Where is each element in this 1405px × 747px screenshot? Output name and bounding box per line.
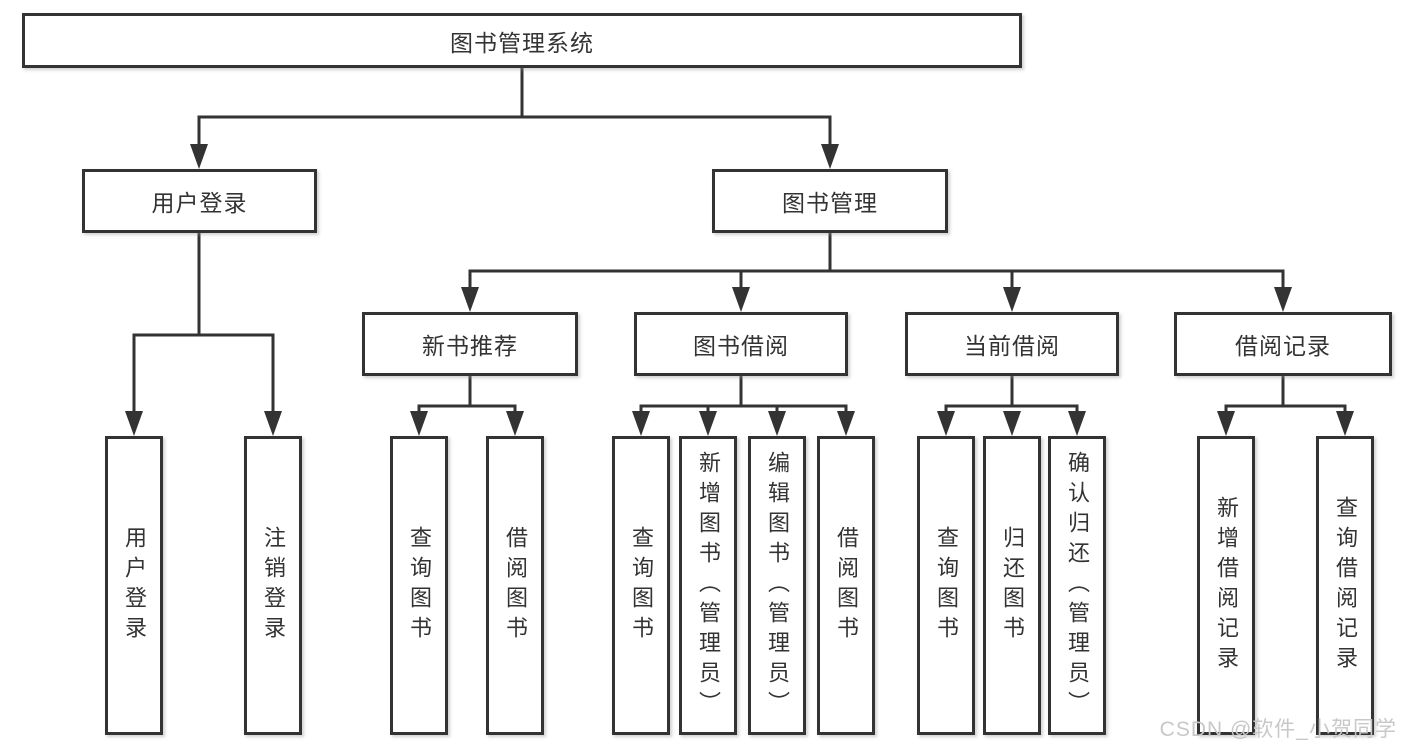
arrowhead	[1274, 287, 1292, 312]
node-label: 用户登录	[151, 190, 248, 216]
node-label: 查询借阅记录	[1333, 495, 1358, 676]
arrowhead	[632, 411, 650, 436]
arrowhead	[1336, 411, 1354, 436]
node-label: 新增借阅记录	[1214, 495, 1239, 676]
node-label: 借阅图书	[503, 525, 528, 646]
arrowhead	[937, 411, 955, 436]
leaf-edit-book-admin: 编辑图书（管理员）	[748, 436, 806, 735]
node-book-borrowing: 图书借阅	[634, 312, 848, 376]
leaf-query-borrow-record: 查询借阅记录	[1316, 436, 1374, 735]
arrowhead	[190, 144, 208, 169]
connector-current-borrowing-group	[944, 376, 1079, 414]
connector-borrowing-records-group	[1224, 376, 1347, 414]
arrowhead	[461, 287, 479, 312]
node-label: 图书管理	[782, 190, 878, 216]
arrowhead	[125, 411, 143, 436]
leaf-user-login: 用户登录	[105, 436, 163, 735]
node-label: 确认归还（管理员）	[1065, 450, 1090, 721]
connector-book-borrowing-group	[639, 376, 848, 414]
leaf-borrow-books-recommend: 借阅图书	[486, 436, 544, 735]
node-root: 图书管理系统	[22, 13, 1022, 68]
arrowhead	[1003, 287, 1021, 312]
leaf-confirm-return-admin: 确认归还（管理员）	[1048, 436, 1106, 735]
connector-user-login-group	[132, 233, 275, 414]
leaf-query-books-borrowing: 查询图书	[612, 436, 670, 735]
node-user-login: 用户登录	[82, 169, 317, 233]
leaf-add-borrow-record: 新增借阅记录	[1197, 436, 1255, 735]
leaf-logout: 注销登录	[244, 436, 302, 735]
node-label: 新增图书（管理员）	[696, 450, 721, 721]
leaf-query-books-recommend: 查询图书	[390, 436, 448, 735]
connector-book-management-group	[468, 233, 1285, 290]
node-label: 用户登录	[122, 525, 147, 646]
node-book-management: 图书管理	[712, 169, 948, 233]
node-borrowing-records: 借阅记录	[1174, 312, 1392, 376]
node-label: 查询图书	[407, 525, 432, 646]
node-label: 图书借阅	[693, 333, 789, 359]
node-label: 查询图书	[629, 525, 654, 646]
node-label: 查询图书	[934, 525, 959, 646]
arrowhead	[1068, 411, 1086, 436]
arrowhead	[264, 411, 282, 436]
node-new-book-recommend: 新书推荐	[362, 312, 578, 376]
node-label: 图书管理系统	[450, 29, 594, 56]
node-current-borrowing: 当前借阅	[905, 312, 1119, 376]
watermark: CSDN @软件_小贺同学	[1159, 718, 1397, 741]
arrowhead	[821, 144, 839, 169]
arrowhead	[1003, 411, 1021, 436]
node-label: 注销登录	[261, 525, 286, 646]
arrowhead	[768, 411, 786, 436]
arrowhead	[506, 411, 524, 436]
node-label: 借阅图书	[834, 525, 859, 646]
node-label: 当前借阅	[964, 333, 1060, 359]
connector-new-book-recommend-group	[417, 376, 517, 414]
arrowhead	[699, 411, 717, 436]
leaf-borrow-books-borrowing: 借阅图书	[817, 436, 875, 735]
arrowhead	[1217, 411, 1235, 436]
leaf-add-book-admin: 新增图书（管理员）	[679, 436, 737, 735]
leaf-return-books: 归还图书	[983, 436, 1041, 735]
node-label: 归还图书	[1000, 525, 1025, 646]
node-label: 借阅记录	[1235, 333, 1331, 359]
node-label: 新书推荐	[422, 333, 518, 359]
arrowhead	[732, 287, 750, 312]
node-label: 编辑图书（管理员）	[765, 450, 790, 721]
leaf-query-books-current: 查询图书	[917, 436, 975, 735]
arrowhead	[837, 411, 855, 436]
arrowhead	[410, 411, 428, 436]
connector-root-to-level2	[197, 68, 832, 146]
